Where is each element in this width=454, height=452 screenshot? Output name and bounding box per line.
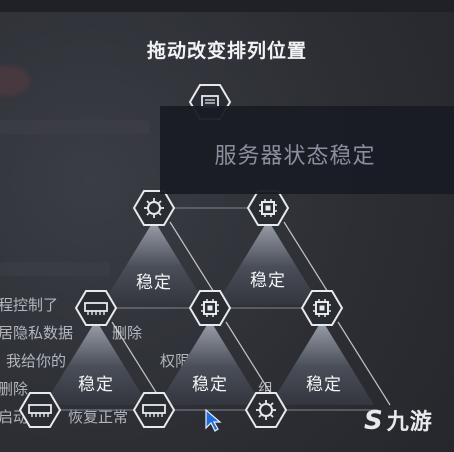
background-blur-line bbox=[0, 120, 150, 134]
log-line: 我给你的 bbox=[6, 352, 67, 370]
background-blur-line bbox=[0, 262, 110, 276]
network-card-icon[interactable] bbox=[132, 392, 176, 428]
log-line: 删除 bbox=[112, 324, 143, 342]
tile-label: 稳定 bbox=[250, 271, 286, 291]
mouse-cursor-icon bbox=[205, 408, 222, 432]
log-line: 程控制了 bbox=[0, 296, 59, 314]
logo-text: 九游 bbox=[386, 410, 433, 435]
tile-bottom-left[interactable] bbox=[44, 320, 165, 406]
page-title: 拖动改变排列位置 bbox=[146, 40, 307, 62]
virus-icon[interactable] bbox=[132, 190, 176, 226]
tile-bottom-middle[interactable] bbox=[158, 320, 279, 406]
log-line: 居隐私数据 bbox=[0, 324, 74, 342]
log-line: 恢复正常 bbox=[68, 408, 129, 426]
tile-label: 稳定 bbox=[136, 273, 172, 293]
tile-label: 稳定 bbox=[306, 375, 342, 395]
status-panel-text: 服务器状态稳定 bbox=[214, 144, 376, 169]
tile-bottom-right[interactable] bbox=[270, 320, 391, 406]
network-card-icon[interactable] bbox=[18, 392, 62, 428]
status-panel bbox=[160, 106, 454, 194]
logo-mark: S bbox=[364, 406, 384, 436]
chip-icon[interactable] bbox=[300, 290, 344, 326]
log-line: 删除 bbox=[0, 380, 29, 398]
virus-icon[interactable] bbox=[244, 392, 288, 428]
chip-icon[interactable] bbox=[246, 190, 290, 226]
tile-label: 稳定 bbox=[192, 375, 228, 395]
network-card-icon[interactable] bbox=[74, 290, 118, 326]
top-strip bbox=[0, 0, 454, 12]
tile-label: 稳定 bbox=[78, 375, 114, 395]
chip-icon[interactable] bbox=[188, 290, 232, 326]
